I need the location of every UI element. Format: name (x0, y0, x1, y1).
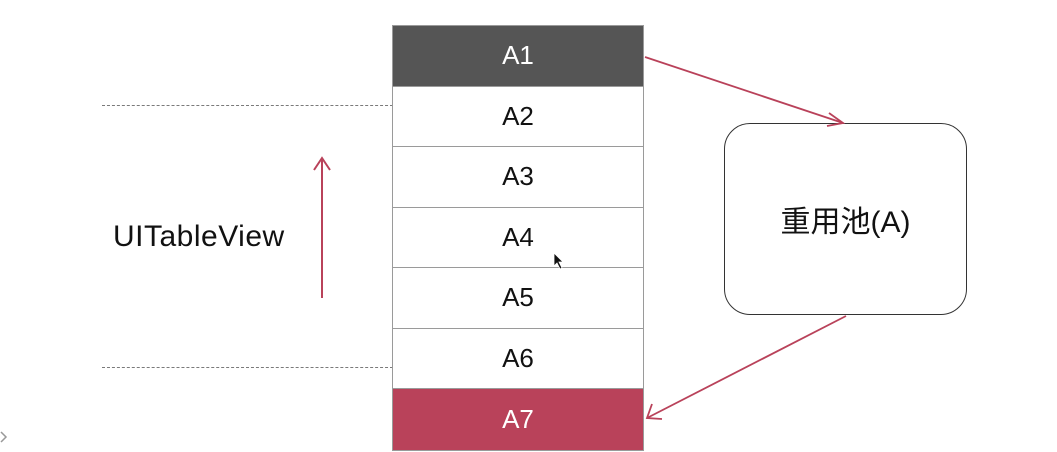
table-cell-a6: A6 (393, 328, 643, 389)
viewport-top-dashed-line (102, 105, 393, 106)
chevron-right-icon (0, 431, 8, 443)
mouse-cursor-icon (553, 252, 564, 270)
table-cell-a1: A1 (393, 26, 643, 87)
reuse-pool-box: 重用池(A) (724, 123, 967, 315)
arrow-to-a7-icon (645, 315, 847, 420)
scroll-up-arrow-icon (313, 156, 331, 298)
viewport-bottom-dashed-line (102, 367, 393, 368)
table-cell-a2: A2 (393, 86, 643, 147)
table-cell-a7: A7 (393, 389, 643, 450)
table-view: A1 A2 A3 A4 A5 A6 A7 (392, 25, 644, 451)
table-cell-a3: A3 (393, 147, 643, 208)
reuse-pool-label: 重用池(A) (780, 206, 911, 239)
table-cell-a5: A5 (393, 268, 643, 329)
uitableview-label: UITableView (113, 220, 285, 253)
arrow-to-pool-icon (644, 56, 846, 127)
table-cell-a4: A4 (393, 207, 643, 268)
